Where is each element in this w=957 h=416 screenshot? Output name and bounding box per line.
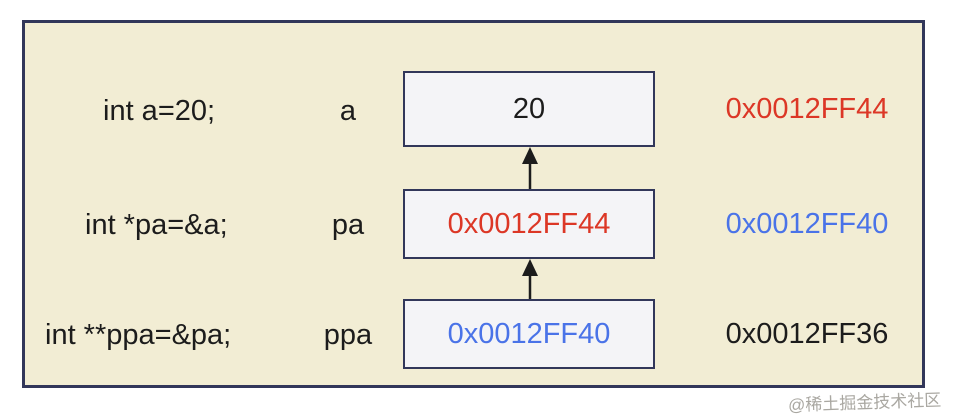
memory-box-a-value: 20 xyxy=(512,92,546,125)
variable-label-ppa: ppa xyxy=(323,319,373,351)
variable-label-a: a xyxy=(339,95,357,127)
address-label-ppa: 0x0012FF36 xyxy=(725,318,889,350)
watermark: @稀土掘金技术社区 xyxy=(787,390,942,415)
address-label-a: 0x0012FF44 xyxy=(725,93,889,125)
address-label-pa: 0x0012FF40 xyxy=(725,208,889,240)
memory-box-ppa-value: 0x0012FF40 xyxy=(447,317,611,350)
memory-box-pa: 0x0012FF44 xyxy=(403,189,655,259)
code-statement-pa: int *pa=&a; xyxy=(85,209,228,241)
arrow-up-icon xyxy=(519,258,541,300)
arrow-up-icon xyxy=(519,146,541,190)
code-statement-ppa: int **ppa=&pa; xyxy=(45,319,232,351)
memory-box-a: 20 xyxy=(403,71,655,147)
memory-box-ppa: 0x0012FF40 xyxy=(403,299,655,369)
variable-label-pa: pa xyxy=(331,209,365,241)
memory-box-pa-value: 0x0012FF44 xyxy=(447,207,611,240)
code-statement-a: int a=20; xyxy=(103,95,216,127)
